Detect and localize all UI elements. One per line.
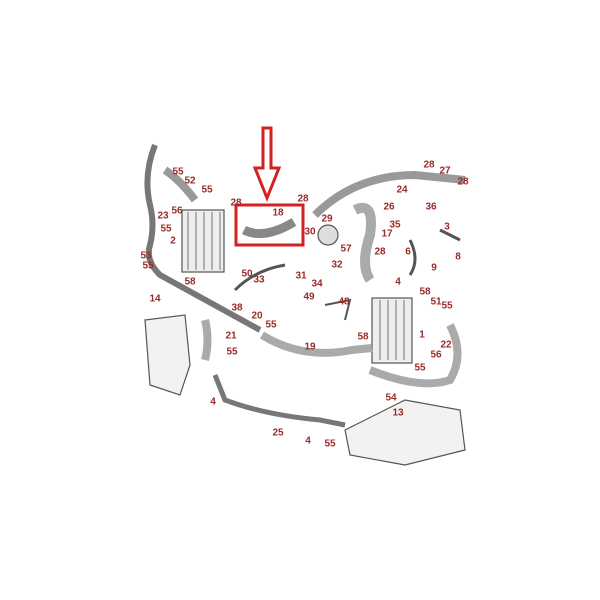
highlight-box xyxy=(234,203,305,247)
part-label: 56 xyxy=(430,349,442,361)
air-duct-14 xyxy=(144,314,191,396)
part-label: 19 xyxy=(304,341,316,353)
part-label: 27 xyxy=(439,165,451,177)
part-label: 34 xyxy=(311,278,323,290)
part-label: 4 xyxy=(305,435,311,447)
part-label: 3 xyxy=(444,221,450,233)
part-label: 13 xyxy=(392,407,404,419)
hose-18 xyxy=(241,218,297,239)
part-label: 20 xyxy=(251,310,263,322)
part-label: 55 xyxy=(172,166,184,178)
part-label: 26 xyxy=(383,201,395,213)
part-label: 1 xyxy=(419,329,425,341)
part-label: 35 xyxy=(389,219,401,231)
part-label: 33 xyxy=(253,274,265,286)
part-label: 48 xyxy=(338,296,350,308)
part-label: 24 xyxy=(396,184,408,196)
part-label: 2 xyxy=(170,235,176,247)
part-label-highlighted: 18 xyxy=(272,207,284,219)
part-label: 30 xyxy=(304,226,316,238)
part-label: 38 xyxy=(231,302,243,314)
part-label: 58 xyxy=(357,331,369,343)
part-label: 55 xyxy=(324,438,336,450)
part-label: 54 xyxy=(385,392,397,404)
part-label: 51 xyxy=(430,296,442,308)
part-label: 55 xyxy=(441,300,453,312)
part-label: 58 xyxy=(184,276,196,288)
part-label: 8 xyxy=(455,251,461,263)
part-label: 21 xyxy=(225,330,237,342)
part-label: 6 xyxy=(405,246,411,258)
part-label: 49 xyxy=(303,291,315,303)
part-label: 55 xyxy=(142,260,154,272)
hose-19 xyxy=(259,331,373,357)
part-label: 29 xyxy=(321,213,333,225)
air-duct-13 xyxy=(344,399,466,466)
part-label: 28 xyxy=(374,246,386,258)
part-label: 58 xyxy=(419,286,431,298)
part-label: 56 xyxy=(171,205,183,217)
part-label: 52 xyxy=(184,175,196,187)
pipe-25 xyxy=(212,374,346,428)
intercooler-left xyxy=(181,209,225,273)
highlight-arrow xyxy=(252,126,282,203)
part-label: 36 xyxy=(425,201,437,213)
part-label: 55 xyxy=(201,184,213,196)
part-label: 17 xyxy=(381,228,393,240)
part-label: 55 xyxy=(160,223,172,235)
pipe-24 xyxy=(312,170,466,218)
part-label: 4 xyxy=(395,276,401,288)
part-label: 28 xyxy=(297,193,309,205)
part-label: 31 xyxy=(295,270,307,282)
hose-17 xyxy=(352,202,376,283)
part-label: 55 xyxy=(265,319,277,331)
part-label: 23 xyxy=(157,210,169,222)
part-label: 55 xyxy=(226,346,238,358)
part-label: 28 xyxy=(230,197,242,209)
part-label: 9 xyxy=(431,262,437,274)
part-label: 14 xyxy=(149,293,161,305)
part-label: 57 xyxy=(340,243,352,255)
part-label: 53 xyxy=(140,250,152,262)
intercooler-right xyxy=(371,297,413,364)
part-label: 25 xyxy=(272,427,284,439)
throttle-body xyxy=(317,224,339,246)
part-label: 50 xyxy=(241,268,253,280)
part-label: 22 xyxy=(440,339,452,351)
part-label: 55 xyxy=(414,362,426,374)
part-label: 4 xyxy=(210,396,216,408)
part-label: 32 xyxy=(331,259,343,271)
part-label: 28 xyxy=(423,159,435,171)
part-label: 28 xyxy=(457,176,469,188)
pipe-left xyxy=(144,143,262,333)
hose-22 xyxy=(368,323,462,388)
